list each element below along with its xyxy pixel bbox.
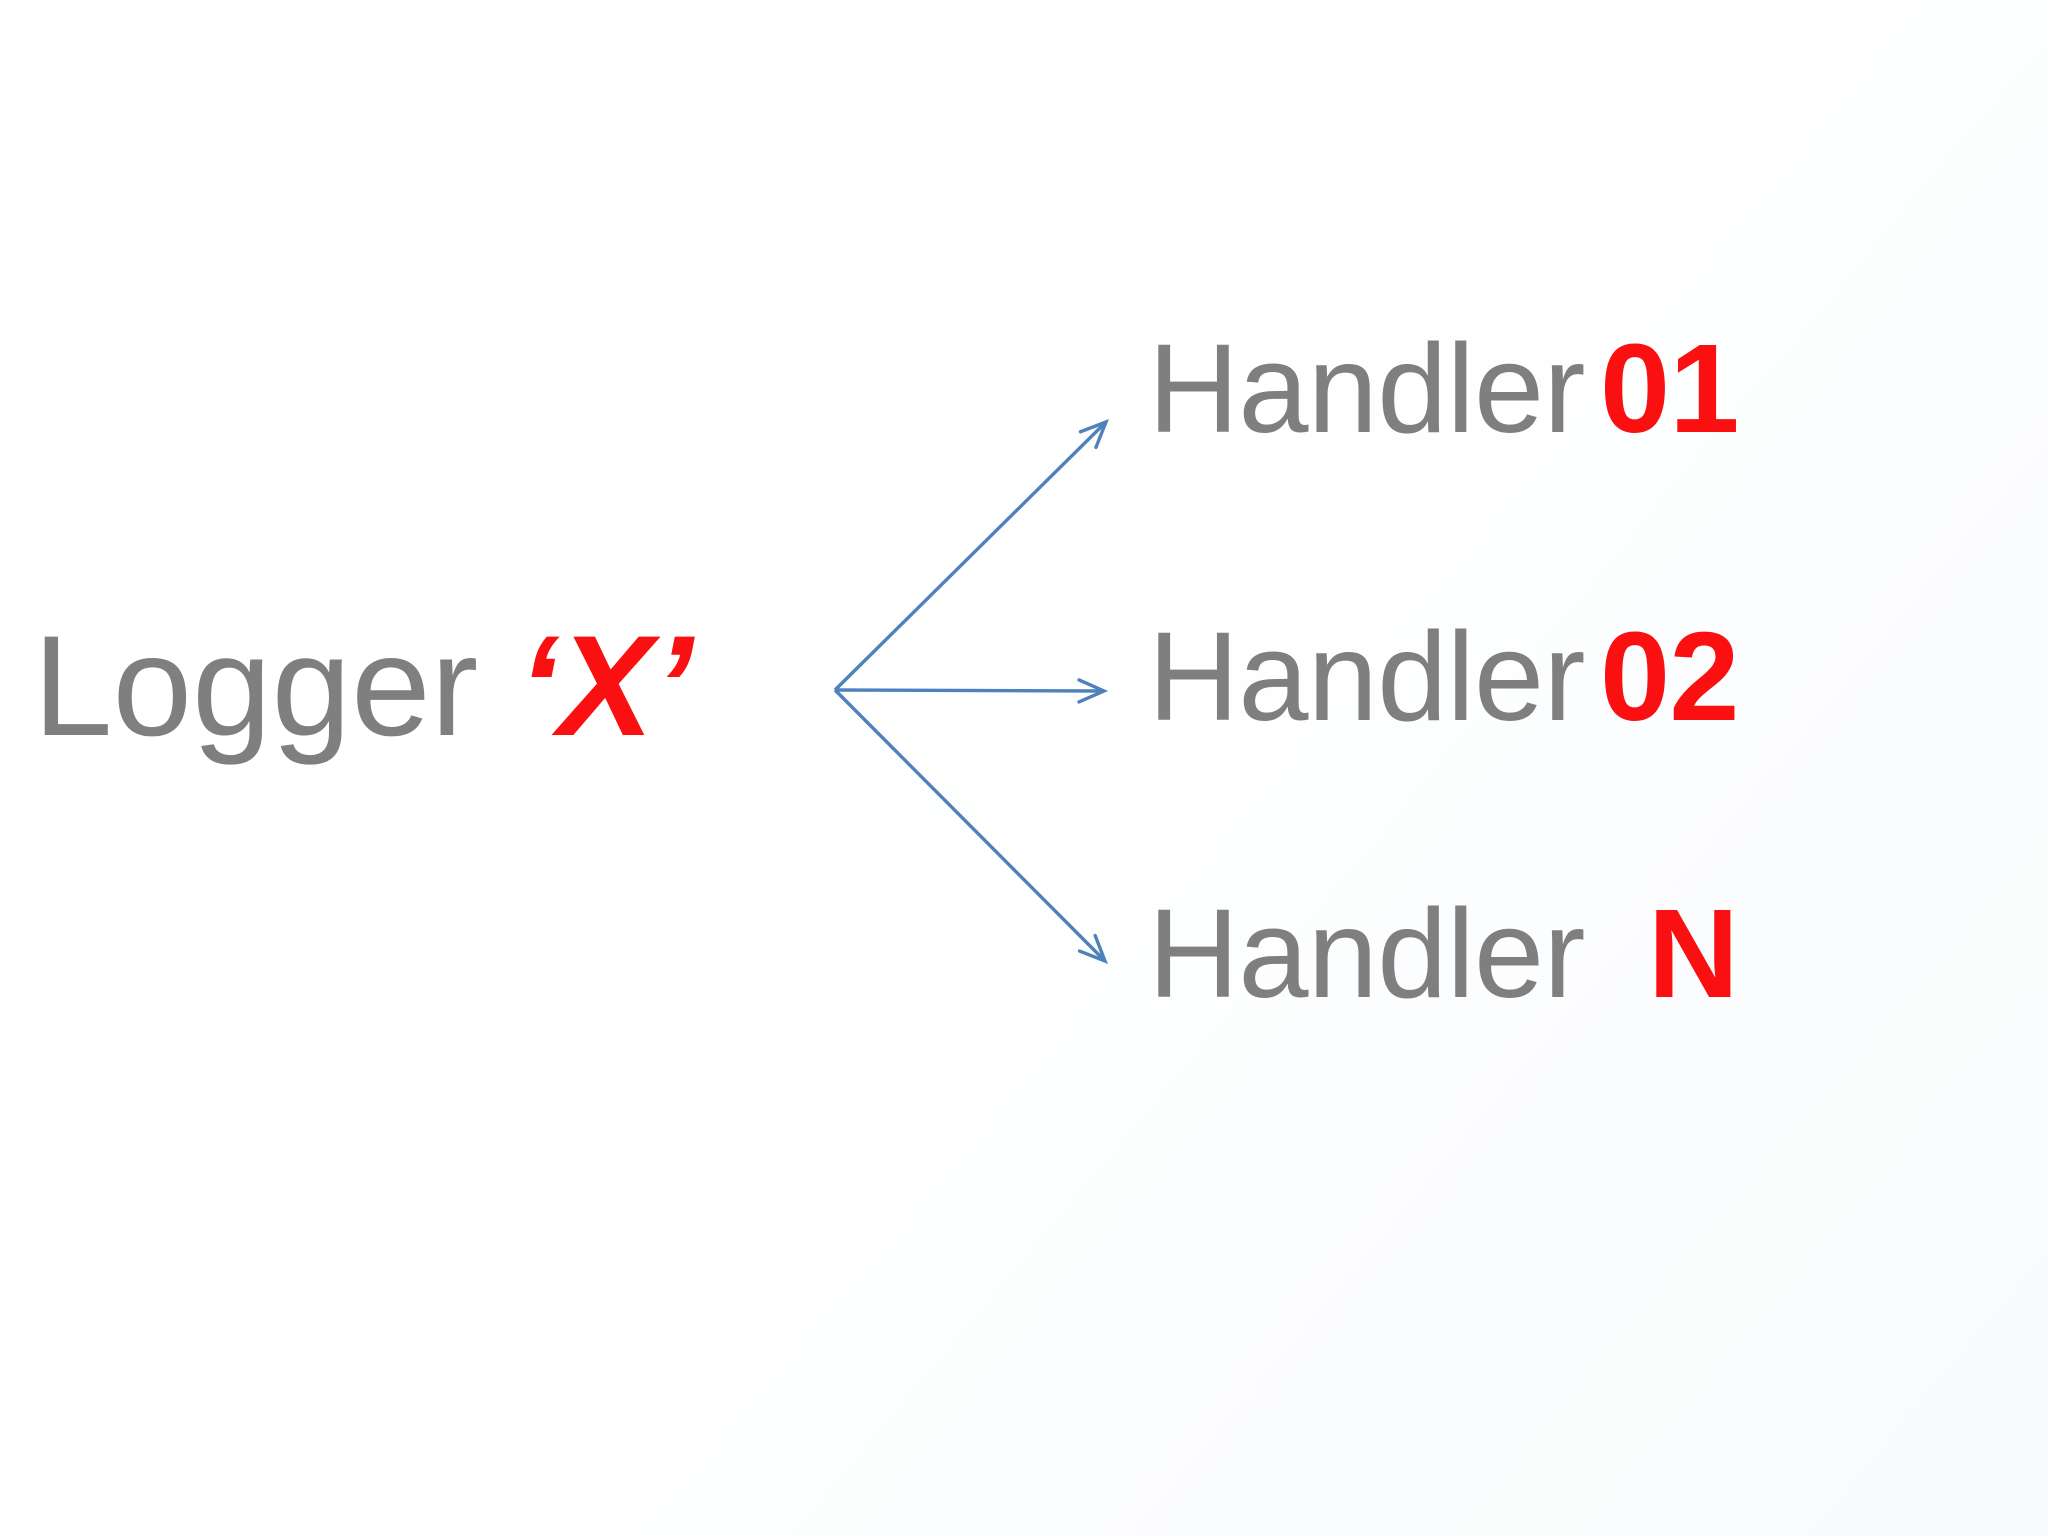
handler-02-number: 02: [1599, 606, 1740, 747]
handler-01-number: 01: [1599, 318, 1740, 459]
handler-01-text: Handler: [1148, 318, 1585, 459]
handler-n-text: Handler: [1148, 883, 1585, 1024]
logger-instance-x: ‘X’: [518, 607, 694, 766]
logger-name: Logger: [33, 607, 479, 766]
arrow-to-handler-02: [834, 678, 1109, 704]
handler-02-text: Handler: [1148, 606, 1585, 747]
handler-n-number: N: [1647, 883, 1739, 1024]
logger-label: Logger‘X’: [33, 615, 693, 758]
arrow-to-handler-01: [833, 419, 1110, 692]
arrow-to-handler-n: [833, 688, 1108, 964]
